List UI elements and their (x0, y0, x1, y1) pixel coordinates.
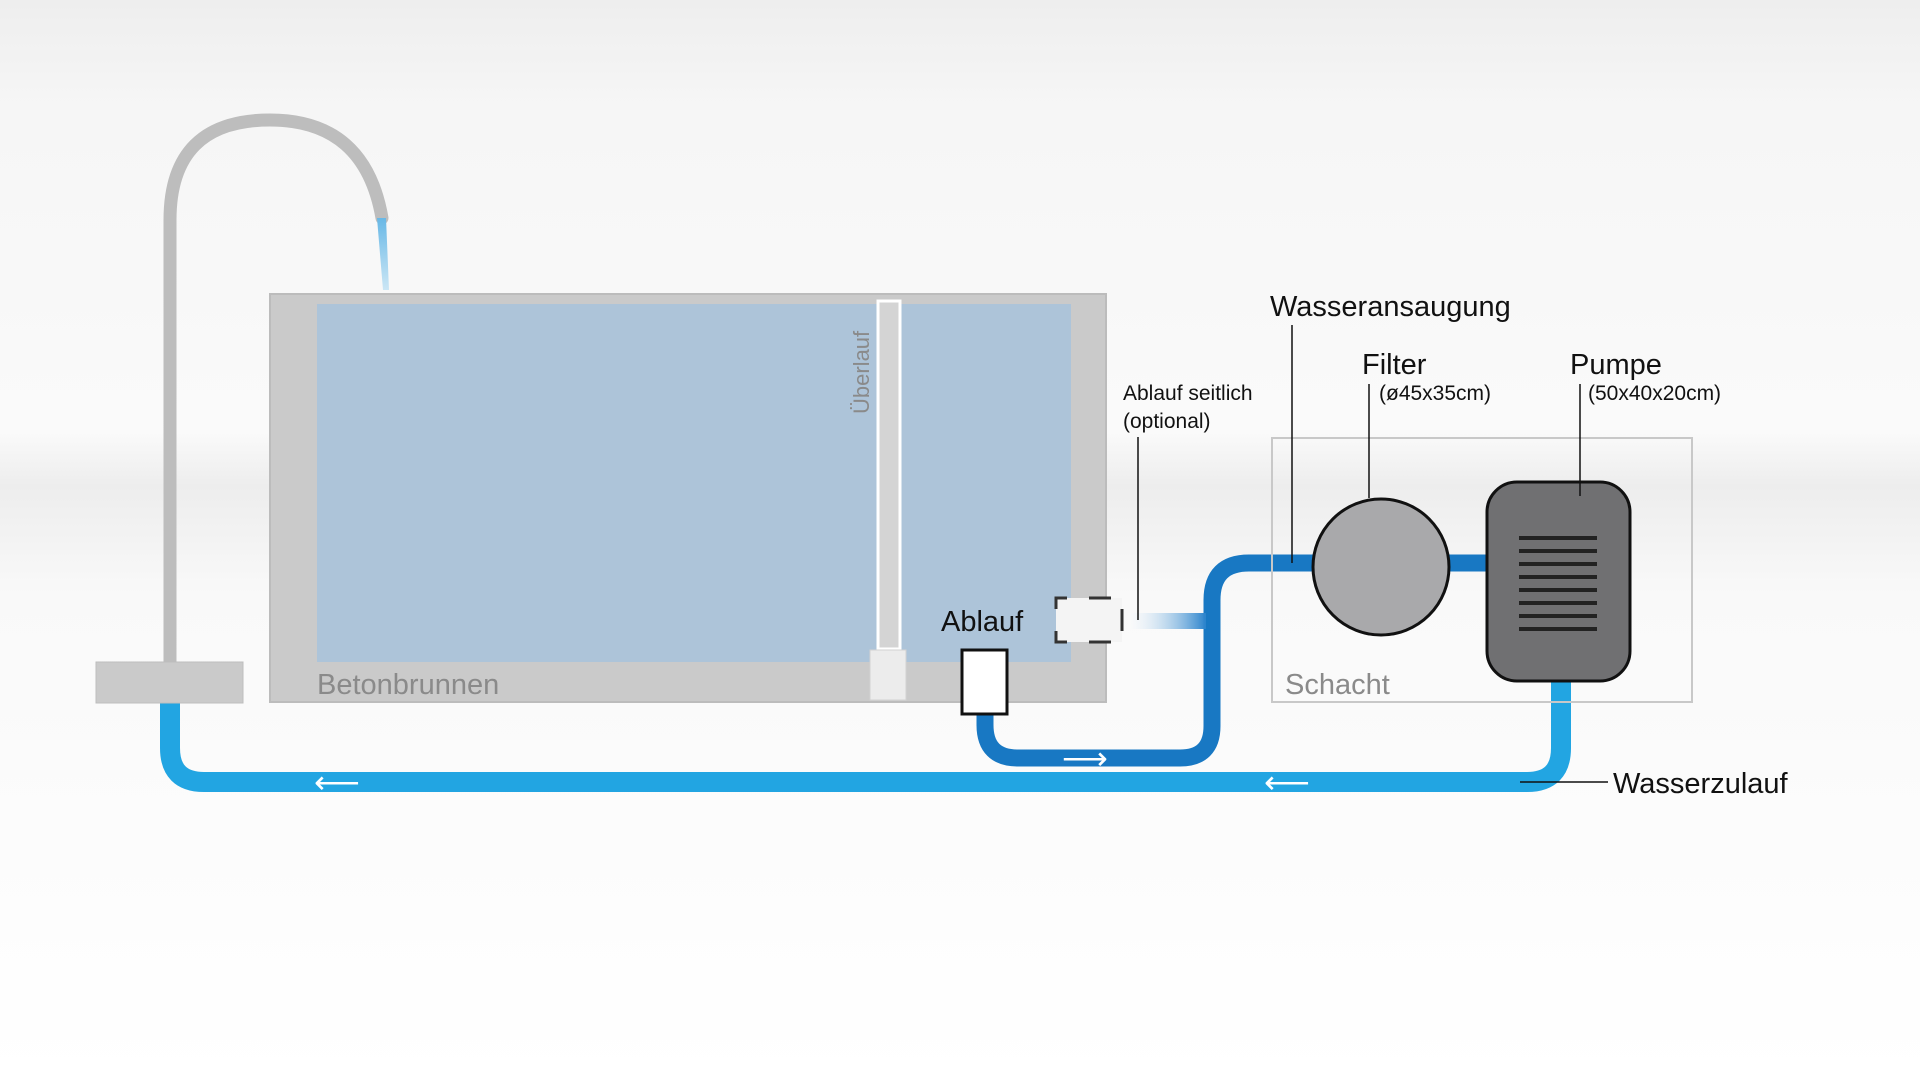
label-filter: Filter (1362, 349, 1427, 381)
supply-pipe (160, 680, 1571, 792)
label-pumpe-size: (50x40x20cm) (1588, 382, 1721, 405)
label-wasseransaugung: Wasseransaugung (1270, 291, 1511, 323)
drain-box (960, 648, 1009, 716)
shaft (1271, 437, 1693, 703)
suction-pipe (976, 554, 1560, 767)
label-pumpe: Pumpe (1570, 349, 1662, 381)
flow-arrow-left-2: ⟵ (1264, 764, 1310, 800)
label-filter-size: (ø45x35cm) (1379, 382, 1491, 405)
overflow-pipe (876, 299, 902, 651)
pump (1485, 480, 1632, 683)
fountain-base (95, 661, 244, 704)
label-ablauf-seitlich: Ablauf seitlich (1123, 382, 1253, 405)
overflow-base (869, 649, 907, 701)
label-ueberlauf: Überlauf (849, 330, 874, 414)
label-wasserzulauf: Wasserzulauf (1613, 768, 1789, 800)
pump-vent (1519, 536, 1597, 631)
filter (1311, 497, 1451, 637)
label-betonbrunnen: Betonbrunnen (317, 669, 499, 701)
side-outlet-box (1054, 596, 1124, 644)
basin-water (317, 304, 1071, 662)
label-ablauf: Ablauf (941, 606, 1024, 638)
side-outlet-pipe (1128, 613, 1206, 629)
flow-arrow-right: ⟶ (1062, 740, 1108, 776)
label-schacht: Schacht (1285, 669, 1390, 701)
fountain-gooseneck (163, 113, 389, 672)
label-ablauf-optional: (optional) (1123, 410, 1211, 433)
water-spout (377, 218, 389, 290)
flow-arrow-left-1: ⟵ (314, 764, 360, 800)
